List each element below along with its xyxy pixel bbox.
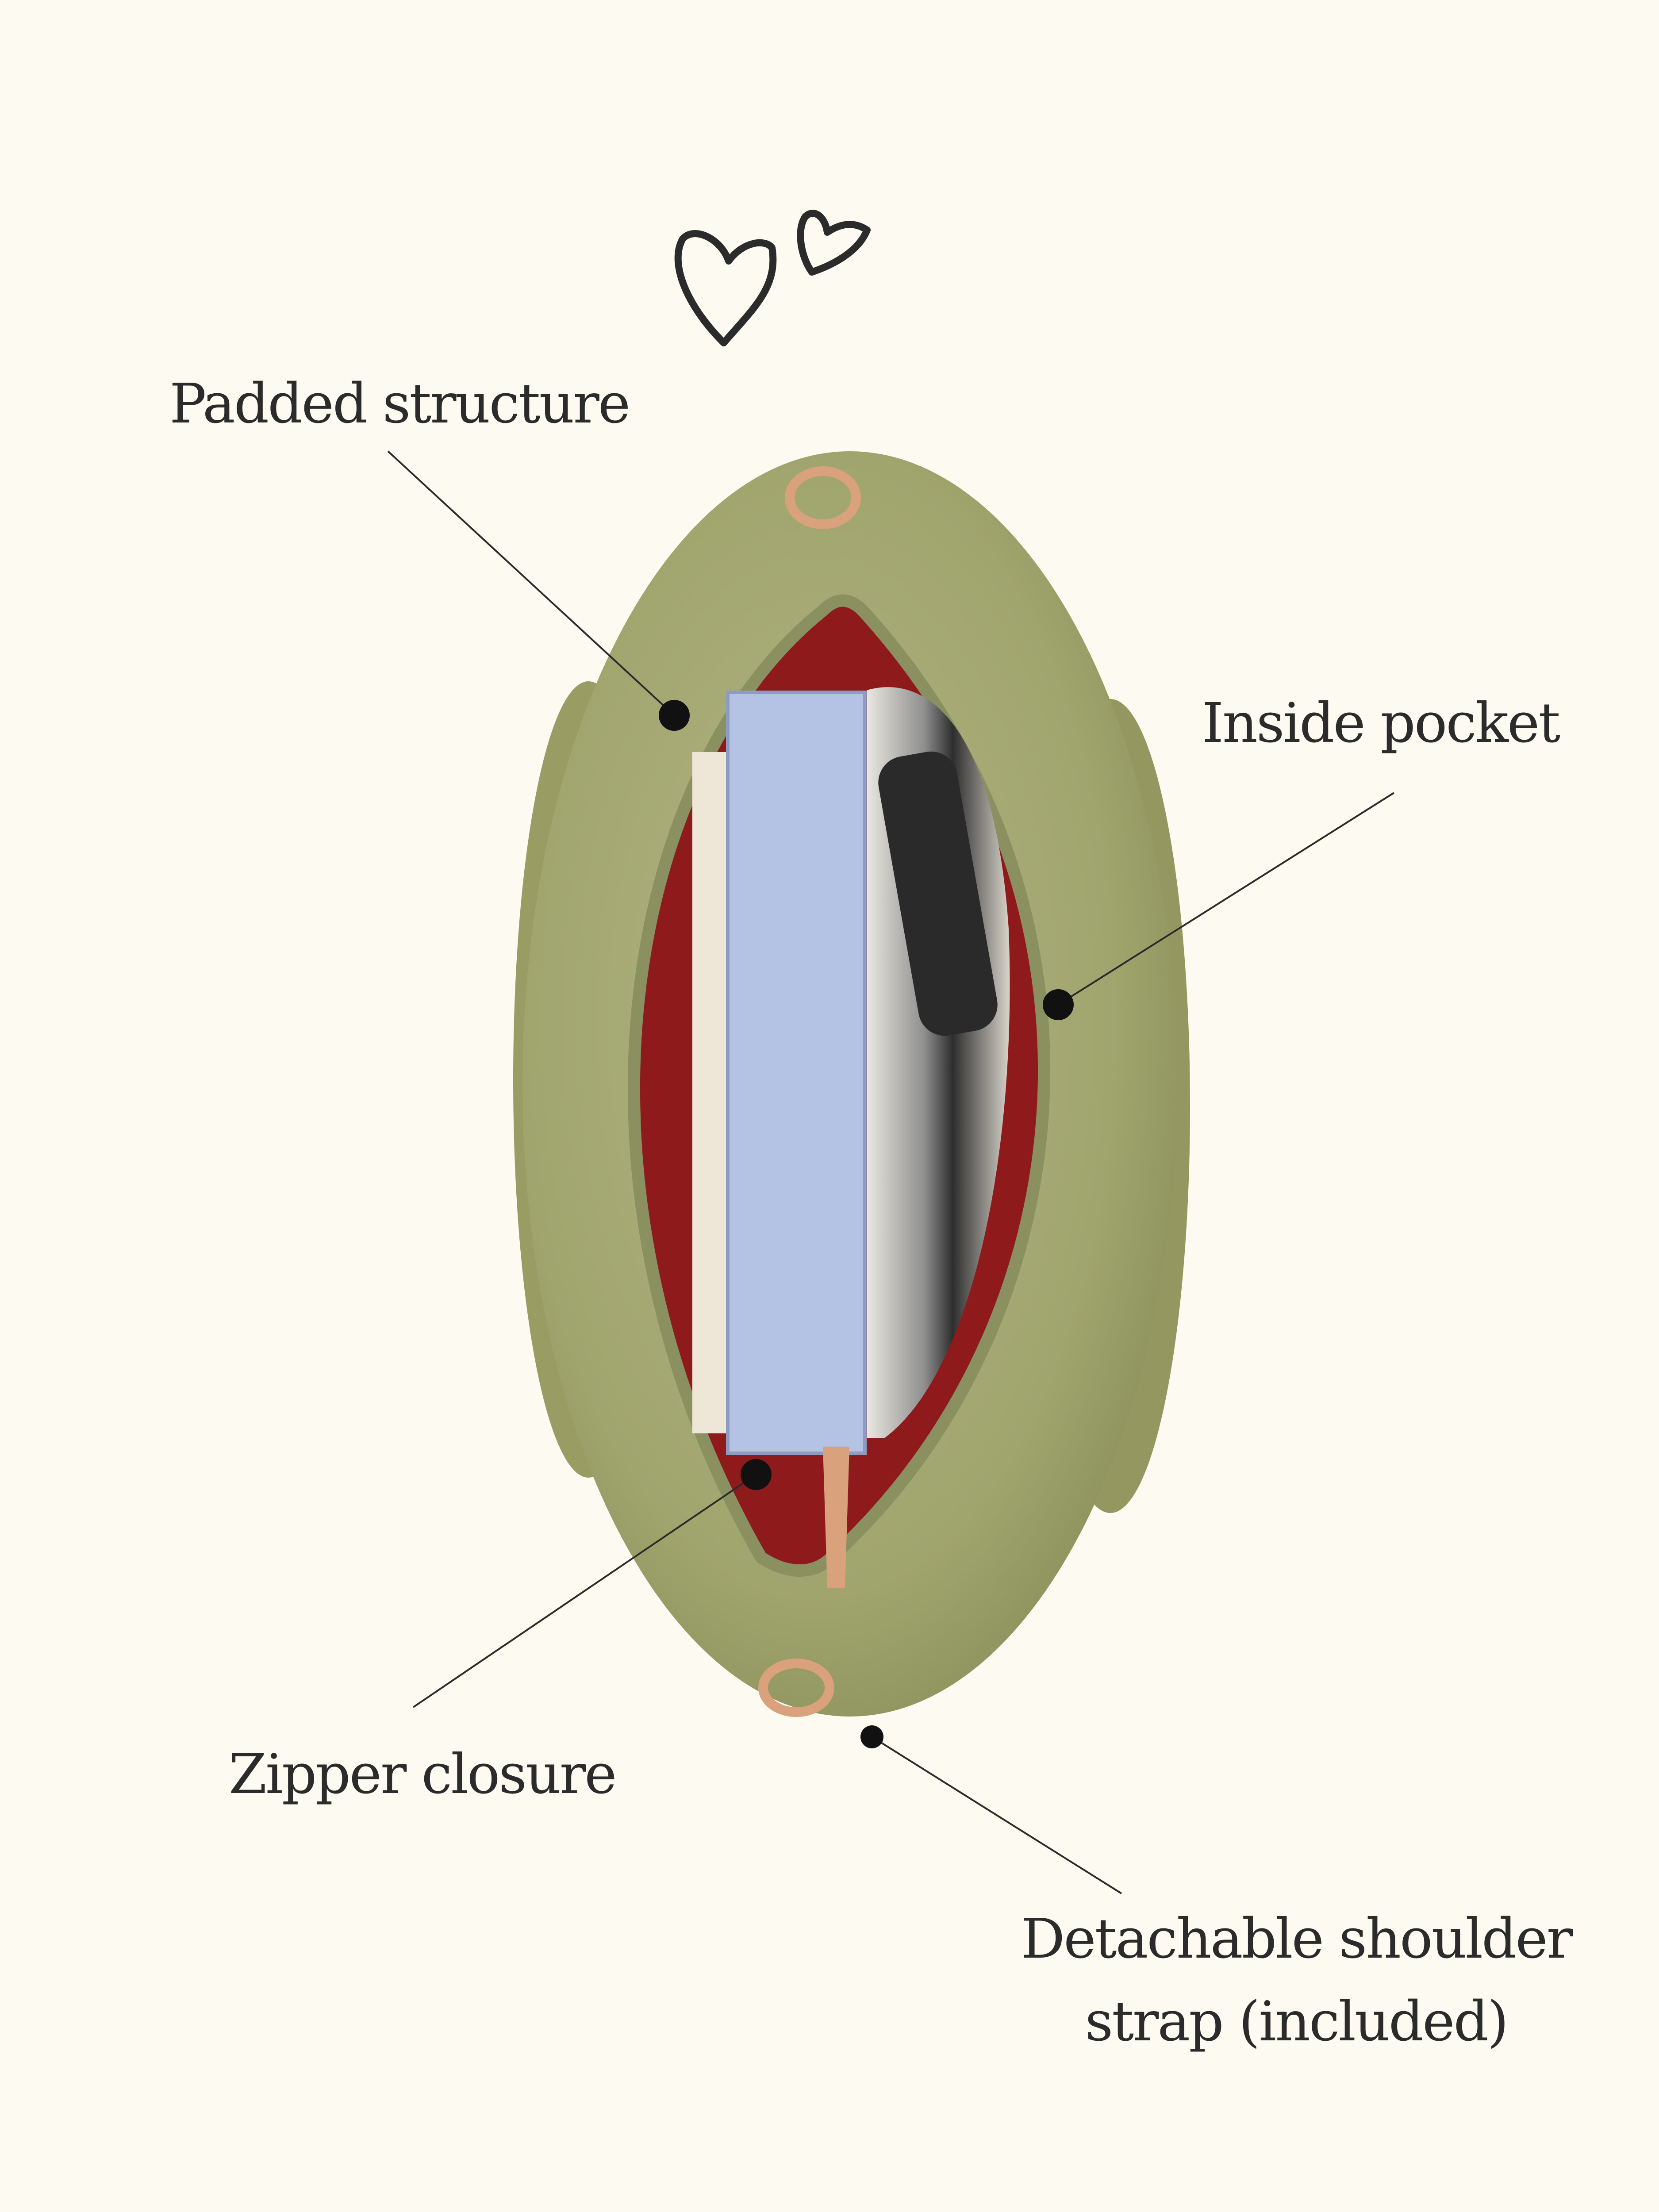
callout-detachable-strap: Detachable shoulder strap (included) <box>860 1725 1575 2054</box>
blue-book <box>726 691 867 1455</box>
callout-label: Inside pocket <box>1202 691 1560 755</box>
callout-padded-structure: Padded structure <box>169 372 690 731</box>
bag-illustration <box>513 451 1190 1717</box>
leader-line <box>387 450 675 716</box>
callout-label: Padded structure <box>169 372 629 436</box>
heart-icon <box>674 230 777 346</box>
callout-dot <box>1043 989 1074 1020</box>
leader-line <box>871 1736 1122 1894</box>
callout-dot <box>659 700 690 731</box>
callout-dot <box>860 1725 883 1748</box>
leader-line <box>1057 792 1395 1006</box>
callout-label-line1: Detachable shoulder <box>1021 1907 1573 1971</box>
top-d-ring <box>785 466 861 529</box>
heart-icon <box>797 210 871 276</box>
callout-dot <box>741 1459 772 1490</box>
callout-label: Zipper closure <box>229 1743 616 1806</box>
callout-inside-pocket: Inside pocket <box>1043 691 1561 1020</box>
leader-line <box>412 1474 757 1708</box>
bottom-d-ring <box>758 1659 834 1717</box>
phone <box>878 751 998 1036</box>
callout-label-line2: strap (included) <box>1085 1990 1508 2054</box>
zipper-pull <box>823 1447 849 1588</box>
callout-zipper-closure: Zipper closure <box>229 1459 772 1806</box>
